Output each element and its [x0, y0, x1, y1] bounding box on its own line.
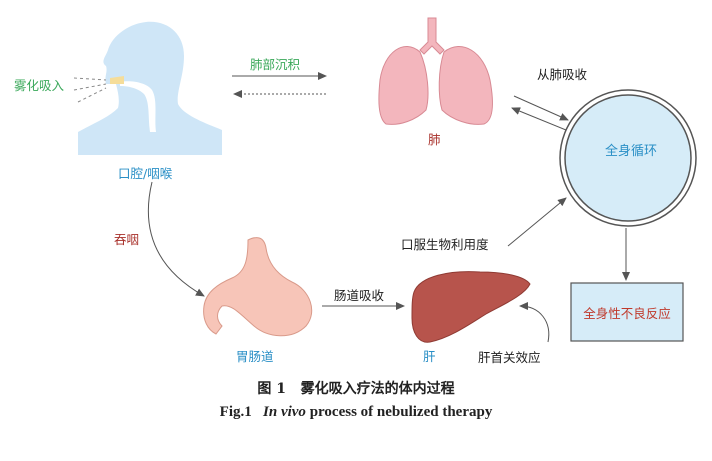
stomach-illustration [203, 237, 313, 337]
label-nebulized-inhalation: 雾化吸入 [14, 78, 65, 93]
head-illustration [78, 21, 222, 155]
caption-cn-title: 雾化吸入疗法的体内过程 [300, 381, 455, 397]
inhalation-mist [73, 77, 107, 103]
label-systemic-circulation: 全身循环 [604, 144, 657, 159]
label-absorption-from-lung: 从肺吸收 [537, 67, 588, 82]
label-systemic-adverse-reactions: 全身性不良反应 [583, 305, 671, 321]
caption-en-number: Fig.1 [219, 404, 252, 420]
label-intestinal-absorption: 肠道吸收 [334, 288, 385, 303]
caption-english: Fig.1 In vivo process of nebulized thera… [0, 404, 712, 421]
caption-cn-number: 图 1 [257, 381, 286, 397]
caption-chinese: 图 1 雾化吸入疗法的体内过程 [0, 378, 712, 398]
lung-illustration [378, 17, 493, 125]
label-first-pass-effect: 肝首关效应 [478, 350, 541, 365]
label-lung: 肺 [428, 132, 441, 147]
adverse-reactions-box [570, 282, 684, 342]
caption-en-italic: In vivo [263, 404, 306, 420]
arrows [147, 72, 630, 343]
label-lung-deposition: 肺部沉积 [250, 57, 301, 72]
label-oral-bioavailability: 口服生物利用度 [401, 237, 489, 252]
label-oral-pharynx: 口腔/咽喉 [118, 166, 173, 181]
label-gi-tract: 胃肠道 [236, 349, 274, 364]
arrow-circulation-to-lung [511, 107, 567, 131]
circulation-circle [559, 89, 697, 227]
caption-en-rest: process of nebulized therapy [309, 404, 493, 420]
label-swallow: 吞咽 [114, 232, 140, 247]
label-liver: 肝 [423, 349, 436, 364]
arrow-first-pass [519, 302, 550, 343]
arrow-oral-bioavailability [507, 197, 567, 247]
arrow-lung-to-circulation [513, 95, 569, 121]
arrow-swallow [147, 181, 205, 297]
liver-illustration [411, 271, 531, 343]
